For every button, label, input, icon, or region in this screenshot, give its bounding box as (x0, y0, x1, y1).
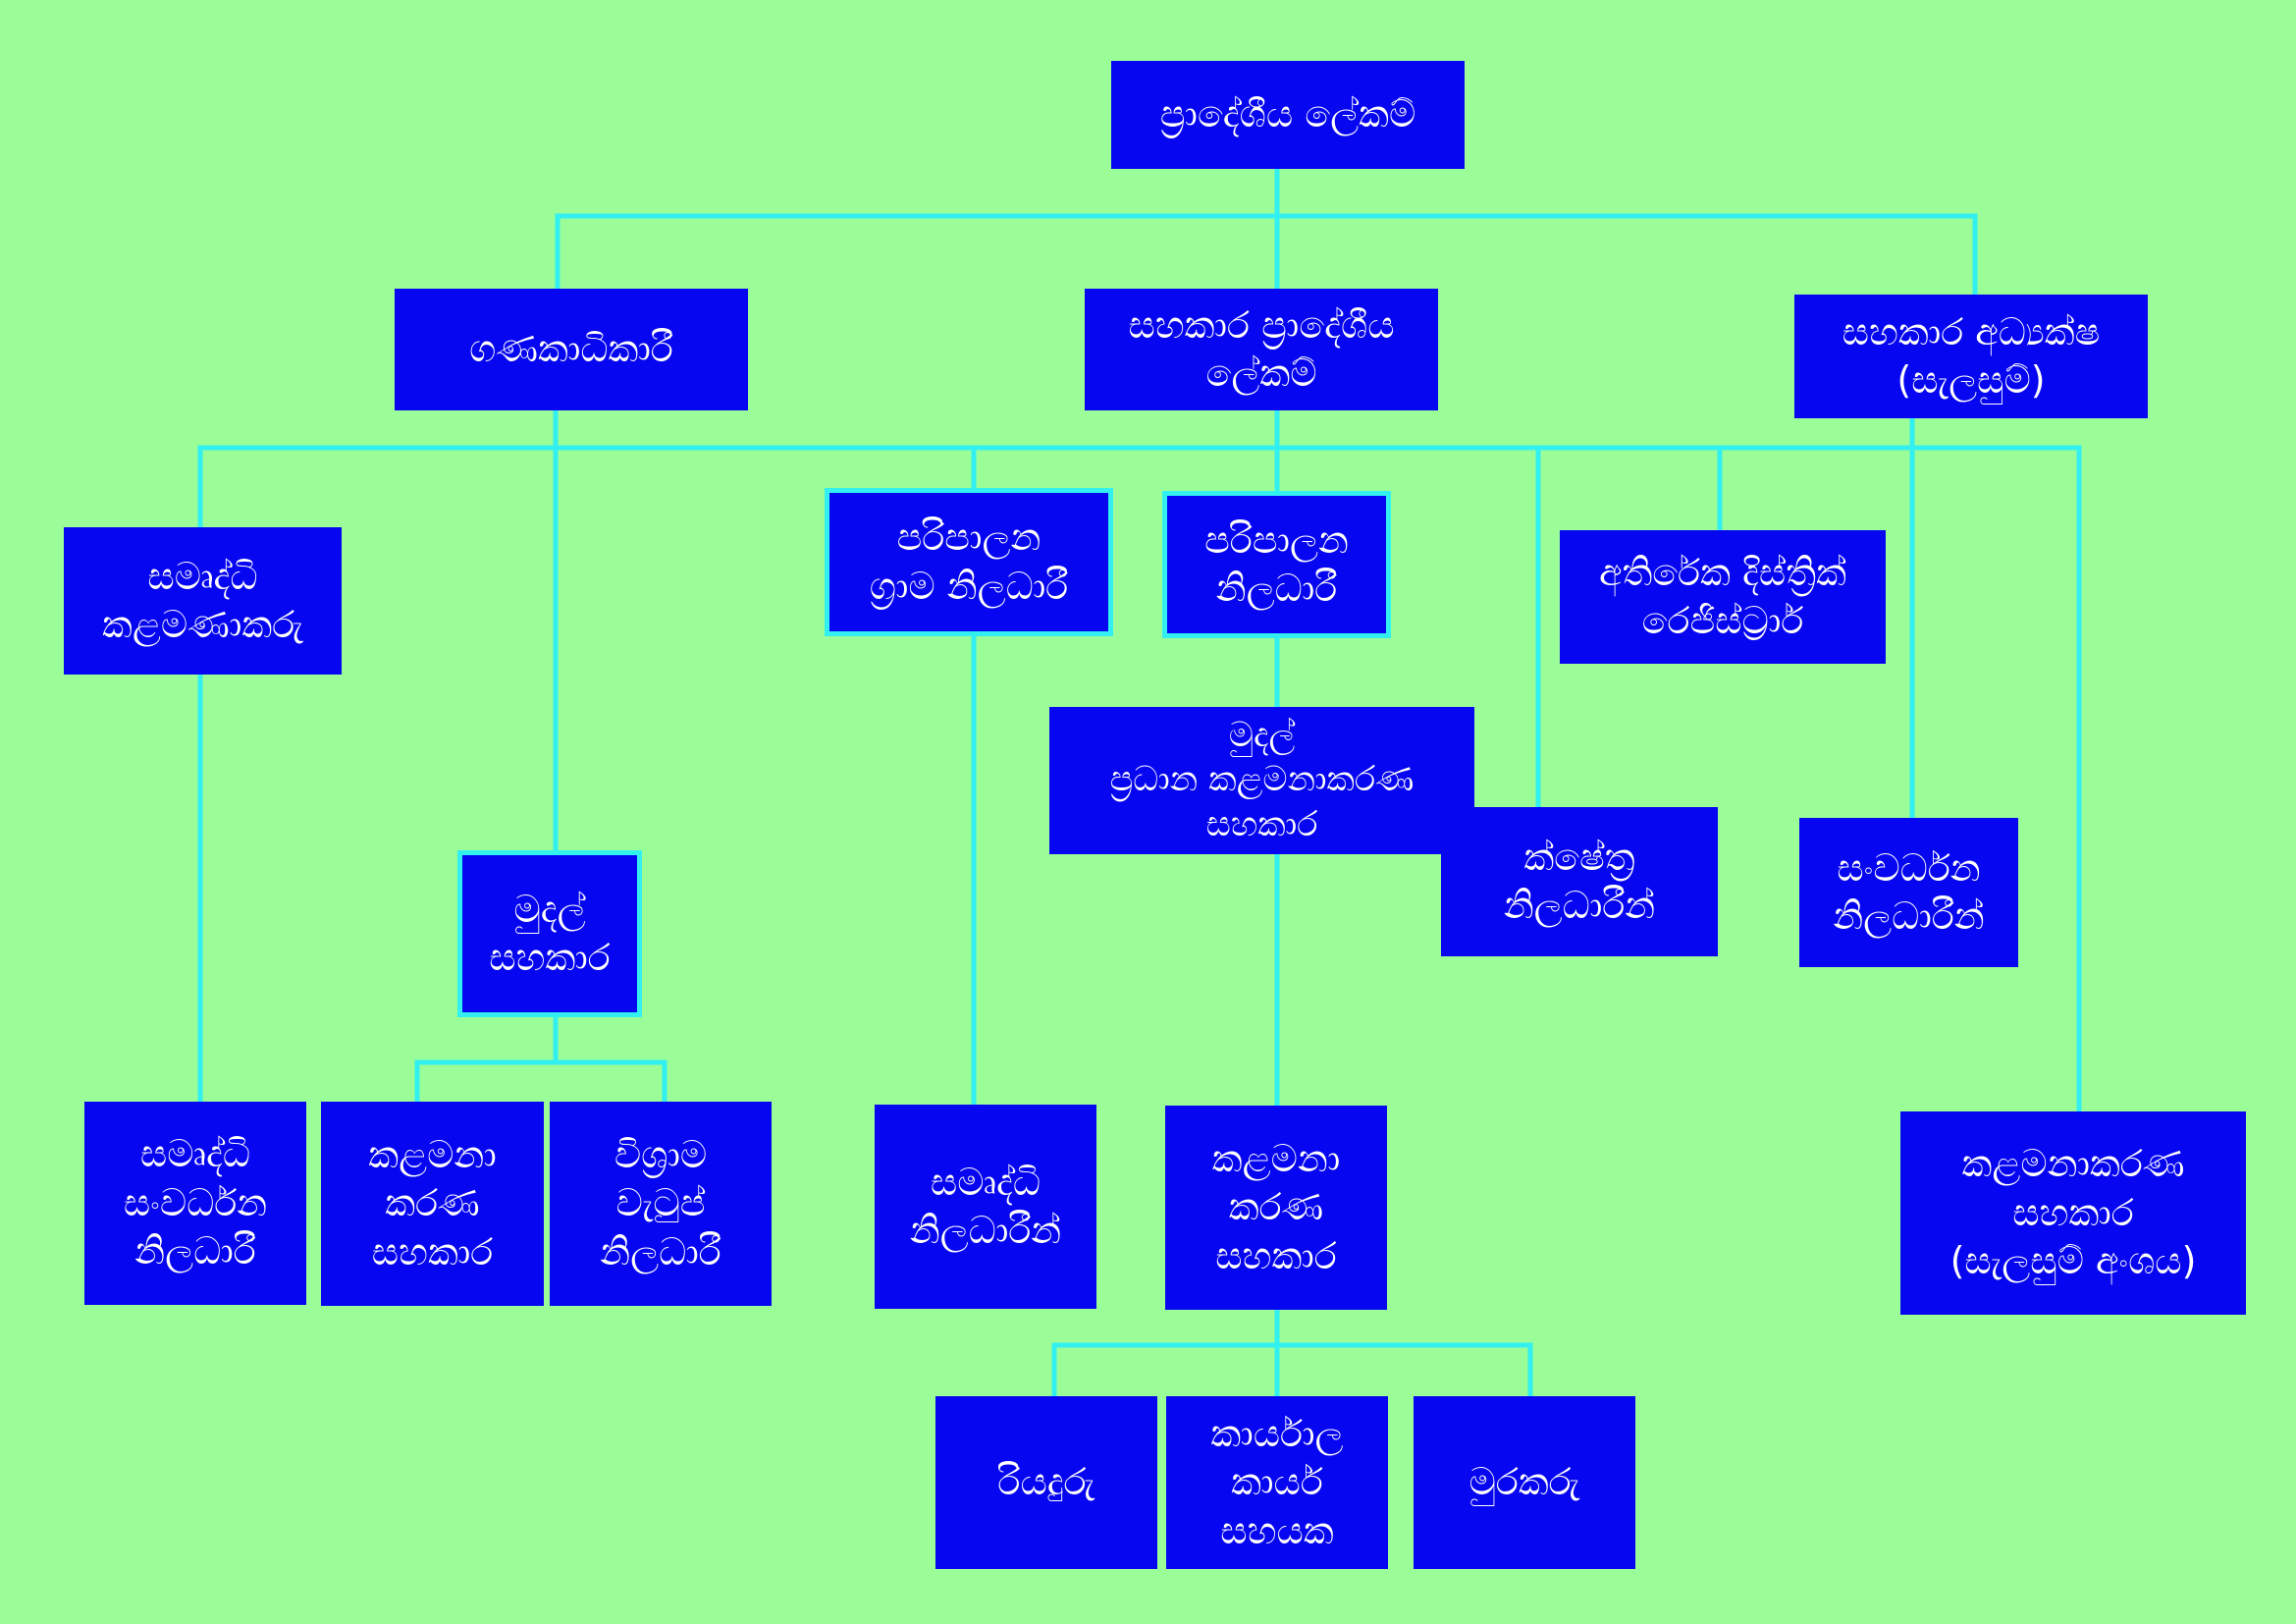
node-finance-chief-management-assistant: මුදල් ප්‍රධාන කළමනාකරණ සහකාර (1049, 707, 1474, 854)
node-management-assistant-1: කළමනා කරණ සහකාර (321, 1102, 544, 1306)
node-field-officers: ක්ෂේත්‍ර නිලධාරීන් (1441, 807, 1718, 956)
node-development-officers: සංවර්ධන නිලධාරීන් (1799, 818, 2018, 967)
node-divisional-secretary: ප්‍රාදේශීය ලේකම් (1111, 61, 1465, 169)
node-samurdhi-development-officer: සමෘද්ධි සංවර්ධන නිලධාරී (84, 1102, 306, 1305)
node-accountant: ගණකාධිකාරී (395, 289, 748, 410)
node-management-assistant-planning: කළමනාකරණ සහකාර (සැලසුම් අංශය) (1900, 1111, 2246, 1315)
node-management-assistant-2: කළමනා කරණ සහකාර (1165, 1106, 1387, 1310)
node-office-aide: කාර්යාල කාර්ය සහයක (1166, 1396, 1388, 1569)
node-pension-officer: විශ්‍රාම වැටුප් නිලධාරී (550, 1102, 772, 1306)
node-samurdhi-manager: සමෘද්ධි කළමණාකරු (64, 527, 342, 675)
node-assistant-divisional-secretary: සහකාර ප්‍රාදේශීය ලේකම් (1085, 289, 1438, 410)
node-watcher: මුරකරු (1414, 1396, 1635, 1569)
node-finance-assistant: මුදල් සහකාර (457, 850, 642, 1017)
node-assistant-director-planning: සහකාර අධ්‍යක්ෂ (සැලසුම්) (1794, 295, 2148, 418)
node-additional-district-registrar: අතිරේක දිස්ත්‍රික් රෙජිස්ට්‍රාර් (1560, 530, 1886, 664)
node-admin-grama-niladhari: පරිපාලන ග්‍රාම නිලධාරී (825, 488, 1113, 636)
node-admin-officer: පරිපාලන නිලධාරී (1162, 491, 1391, 638)
node-driver: රියදුරු (935, 1396, 1157, 1569)
node-samurdhi-officers: සමෘද්ධි නිලධාරීන් (875, 1105, 1096, 1309)
